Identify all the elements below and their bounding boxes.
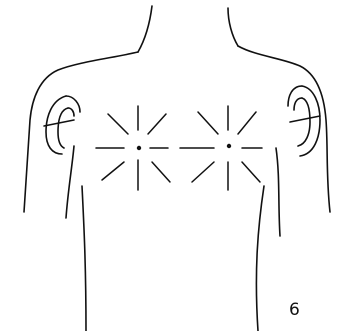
left-inner-arm-outline — [66, 146, 74, 218]
torso-right-side — [256, 186, 264, 331]
right-star-ray-upper-left — [198, 112, 218, 134]
right-shoulder-outline — [238, 46, 330, 212]
figure-number-label: 6 — [289, 302, 300, 319]
right-star-ray-lower-left — [192, 162, 214, 182]
neck-left-outline — [138, 6, 152, 52]
torso-left-side — [82, 186, 86, 331]
left-arm-mark-outer-u-top — [66, 96, 80, 112]
right-inner-arm-outline — [276, 148, 280, 236]
left-arm-mark — [44, 96, 80, 154]
right-star-ray-upper-right — [238, 112, 256, 134]
right-arm-mark-inner-u — [298, 98, 310, 146]
left-star-center-dot — [137, 146, 141, 150]
left-arm-mark-inner-u — [58, 108, 68, 148]
left-star-ray-upper-left — [108, 114, 128, 134]
right-chest-starburst — [180, 106, 262, 190]
right-star-center-dot — [227, 144, 231, 148]
left-star-ray-upper-right — [148, 114, 166, 134]
left-arm-mark-inner-u-top — [68, 108, 74, 116]
left-shoulder-outline — [24, 52, 138, 212]
right-star-ray-lower-right — [242, 162, 260, 182]
left-chest-starburst — [96, 106, 170, 190]
left-star-ray-lower-left — [102, 162, 124, 180]
right-arm-mark-inner-u-top — [294, 98, 302, 110]
right-arm-mark — [288, 86, 320, 156]
right-arm-mark-bar — [290, 116, 320, 122]
left-star-ray-lower-right — [152, 162, 170, 182]
neck-right-outline — [228, 8, 238, 46]
